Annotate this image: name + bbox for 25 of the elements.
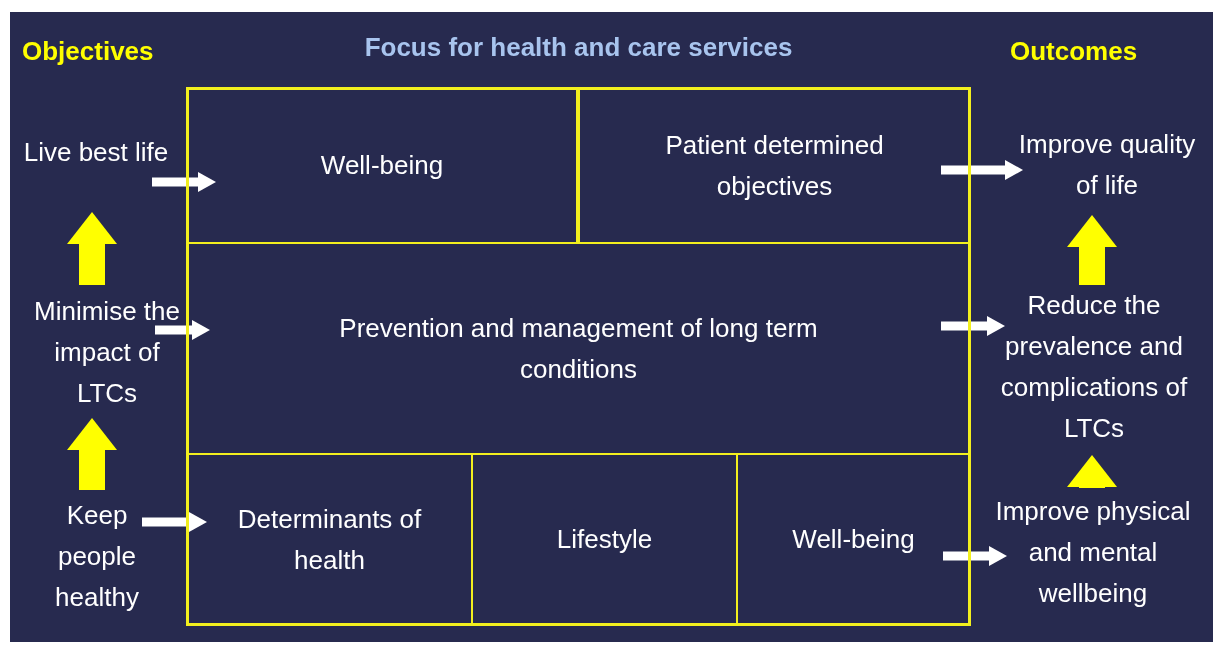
block-arrow	[67, 418, 117, 490]
cell-label: Well-being	[319, 149, 445, 182]
arrow	[941, 316, 1005, 336]
cell-label: Lifestyle	[555, 523, 654, 556]
arrow	[142, 512, 207, 532]
arrow	[941, 160, 1023, 180]
block-arrow	[67, 212, 117, 285]
side-label: Keep people healthy	[54, 499, 140, 614]
side-label: Improve physical and mental wellbeing	[994, 494, 1192, 610]
cell-label: Patient determined objectives	[664, 128, 885, 203]
side-label: Live best life	[23, 135, 169, 169]
cell-label: Well-being	[791, 523, 916, 556]
side-label: Reduce the prevalence and complications of LTCs	[999, 289, 1189, 445]
arrow	[152, 172, 216, 192]
side-label: Minimise the impact of LTCs	[33, 295, 181, 410]
cell-label: Determinants of health	[236, 502, 423, 577]
block-arrow	[1067, 215, 1117, 285]
column-heading: Outcomes	[1010, 36, 1138, 67]
heading: Focus for health and care services	[363, 32, 794, 63]
side-label: Improve quality of life	[1017, 128, 1197, 202]
arrow	[155, 320, 210, 340]
block-arrow	[1067, 455, 1117, 488]
cell-label: Prevention and management of long term conditions	[338, 311, 819, 386]
arrow	[943, 546, 1007, 566]
column-heading: Objectives	[22, 36, 154, 67]
